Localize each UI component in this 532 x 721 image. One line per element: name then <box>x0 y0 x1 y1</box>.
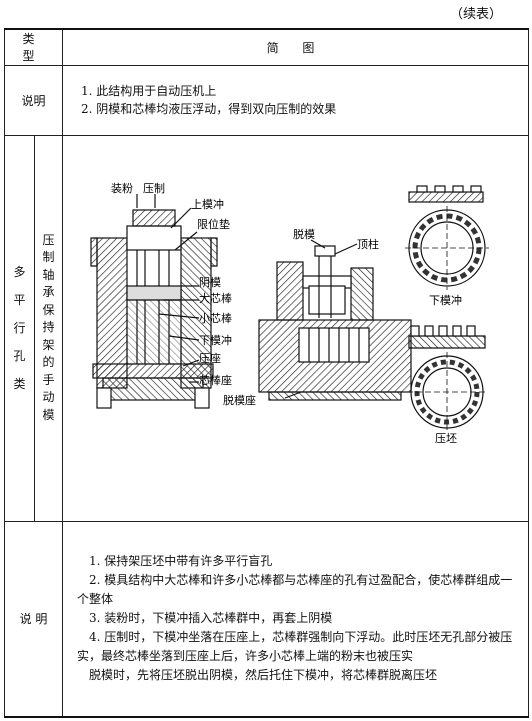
category-char: 多 <box>13 265 26 279</box>
row1-label: 说明 <box>3 64 64 136</box>
name-char: 轴 <box>42 267 55 282</box>
name-char: 保 <box>42 302 55 317</box>
label-ejector: 顶柱 <box>357 237 379 251</box>
row3-note: 1. 保持架压坯中带有许多平行盲孔 <box>89 554 273 569</box>
row3-note: 2. 模具结构中大芯棒和许多小芯棒都与芯棒座的孔有过盈配合，使芯棒群组成一个整体 <box>77 573 513 607</box>
row3-notes: 1. 保持架压坯中带有许多平行盲孔 2. 模具结构中大芯棒和许多小芯棒都与芯棒座… <box>62 520 530 718</box>
category-char: 类 <box>13 377 26 391</box>
row1-note: 1. 此结构用于自动压机上 <box>81 84 217 98</box>
label-big-core: 大芯棒 <box>199 291 232 305</box>
name-char: 的 <box>42 355 55 370</box>
demold-assembly-drawing <box>258 238 412 401</box>
label-press: 压制 <box>143 182 165 195</box>
label-limit-pad: 限位垫 <box>197 217 230 231</box>
label-lower-punch: 下模冲 <box>199 333 232 347</box>
lower-punch-drawing <box>405 184 490 290</box>
name-char: 承 <box>42 285 55 300</box>
mold-diagram: 装粉 压制 上模冲 限位垫 阴模 大芯棒 小芯棒 下模冲 压座 芯棒座 脱模 顶… <box>90 182 490 445</box>
label-die: 阴模 <box>199 276 221 289</box>
name-char: 持 <box>42 320 55 335</box>
category-cell: 多 平 行 孔 类 <box>4 134 35 522</box>
category-char: 平 <box>13 293 26 307</box>
header-type: 类 型 <box>3 28 64 66</box>
header-diagram: 简 图 <box>62 28 530 66</box>
mold-table: 类 型 简 图 说明 1. 此结构用于自动压机上 2. 阴模和芯棒均液压浮动，得… <box>3 28 530 718</box>
compact-drawing <box>407 324 488 432</box>
name-char: 压 <box>42 232 55 247</box>
name-char: 架 <box>42 337 55 352</box>
label-upper-punch: 上模冲 <box>191 197 224 211</box>
row3-note: 4. 压制时，下模冲坐落在压座上，芯棒群强制向下浮动。此时压坯无孔部分被压实，最… <box>77 630 513 664</box>
row3-label: 说 明 <box>3 520 64 718</box>
continued-label: （续表） <box>449 7 502 22</box>
name-char: 手 <box>42 372 55 387</box>
row3-note: 脱模时，先将压坯脱出阴模，然后托住下模冲，将芯棒群脱离压坯 <box>89 668 438 683</box>
label-fill: 装粉 <box>111 182 133 195</box>
label-core-seat: 芯棒座 <box>199 373 232 387</box>
category-char: 行 <box>13 321 26 335</box>
row3-note: 3. 装粉时，下模冲插入芯棒群中，再套上阴模 <box>89 611 333 626</box>
label-small-core: 小芯棒 <box>199 311 232 325</box>
name-char: 制 <box>42 250 55 265</box>
row1-note: 2. 阴模和芯棒均液压浮动，得到双向压制的效果 <box>81 102 337 116</box>
name-char: 动 <box>42 390 55 405</box>
label-press-seat: 压座 <box>199 351 221 365</box>
label-demold-seat: 脱模座 <box>223 393 256 407</box>
label-lower-punch-2: 下模冲 <box>429 293 462 307</box>
category-char: 孔 <box>13 349 26 363</box>
row1-notes: 1. 此结构用于自动压机上 2. 阴模和芯棒均液压浮动，得到双向压制的效果 <box>62 64 530 136</box>
diagram-cell: 装粉 压制 上模冲 限位垫 阴模 大芯棒 小芯棒 下模冲 压座 芯棒座 脱模 顶… <box>62 134 530 522</box>
label-compact: 压坯 <box>435 432 457 445</box>
mold-name-cell: 压 制 轴 承 保 持 架 的 手 动 模 <box>33 134 64 522</box>
label-demold: 脱模 <box>293 227 315 241</box>
name-char: 模 <box>42 407 55 422</box>
press-assembly-drawing <box>90 193 218 409</box>
